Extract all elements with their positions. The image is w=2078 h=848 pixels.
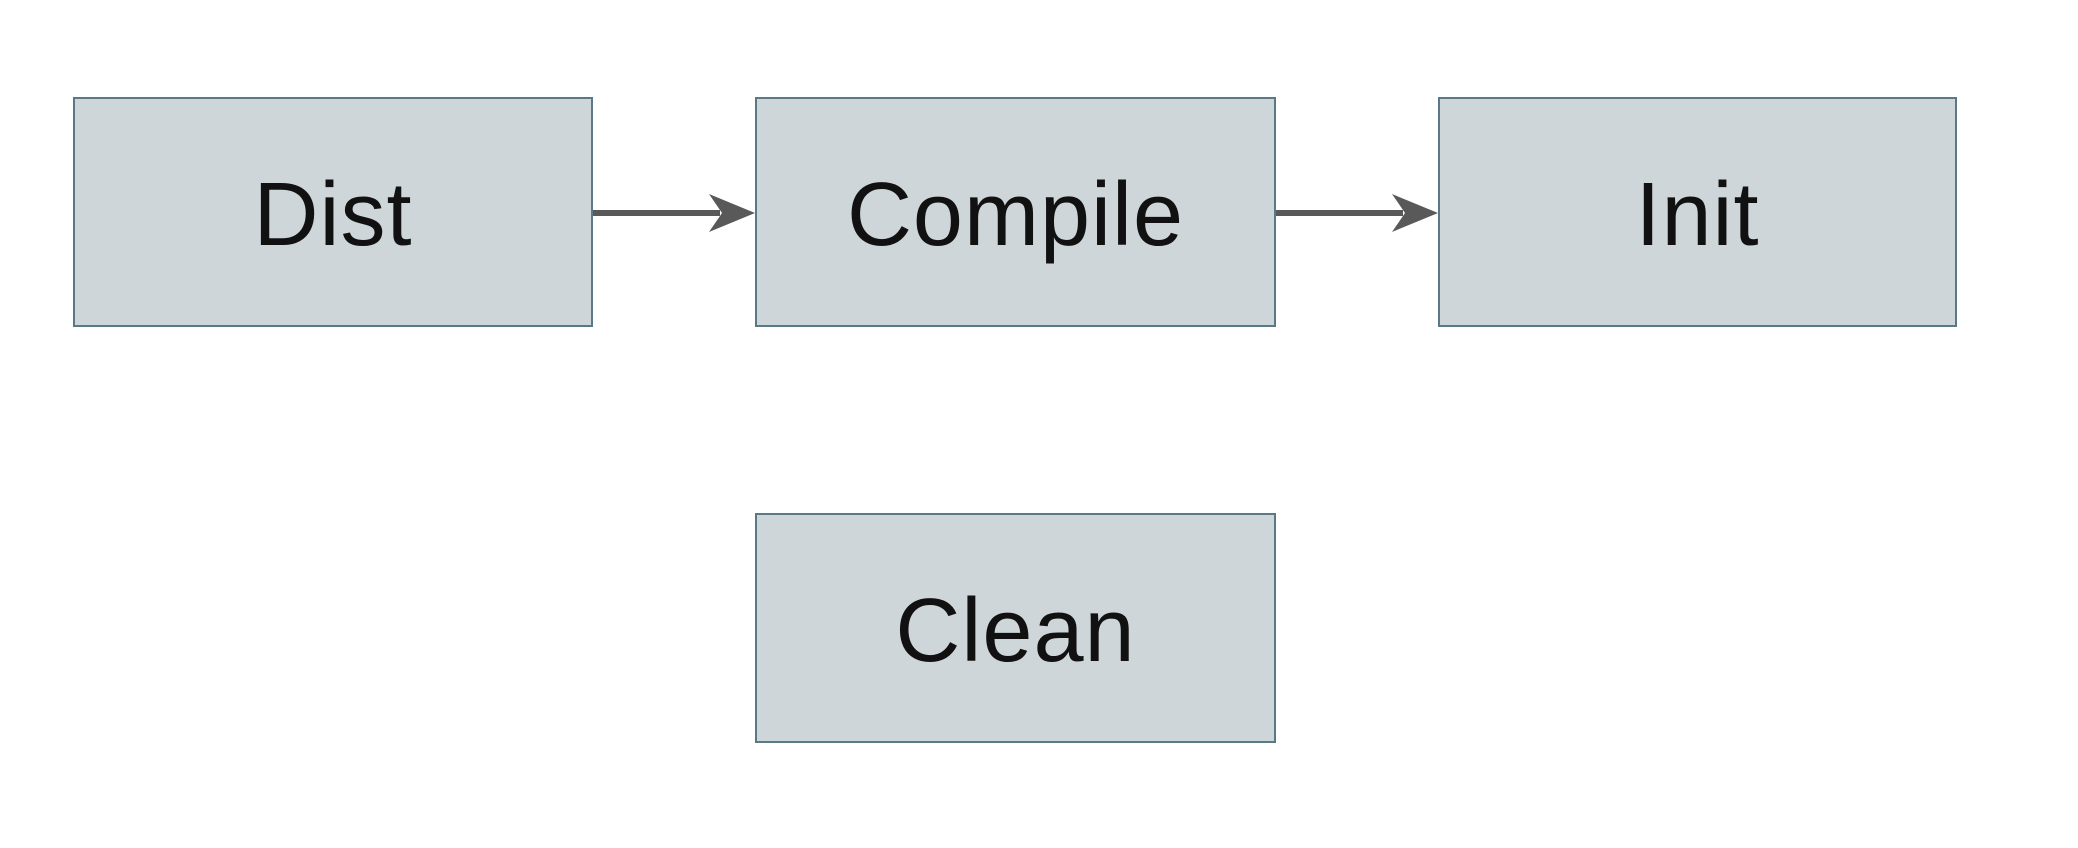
arrow-dist-to-compile bbox=[593, 194, 755, 232]
node-clean: Clean bbox=[755, 513, 1276, 743]
node-clean-label: Clean bbox=[895, 581, 1136, 681]
node-dist: Dist bbox=[73, 97, 593, 327]
node-init-label: Init bbox=[1635, 165, 1760, 265]
arrow-compile-to-init bbox=[1276, 194, 1438, 232]
node-dist-label: Dist bbox=[253, 165, 413, 265]
node-compile-label: Compile bbox=[846, 165, 1185, 265]
node-compile: Compile bbox=[755, 97, 1276, 327]
node-init: Init bbox=[1438, 97, 1957, 327]
